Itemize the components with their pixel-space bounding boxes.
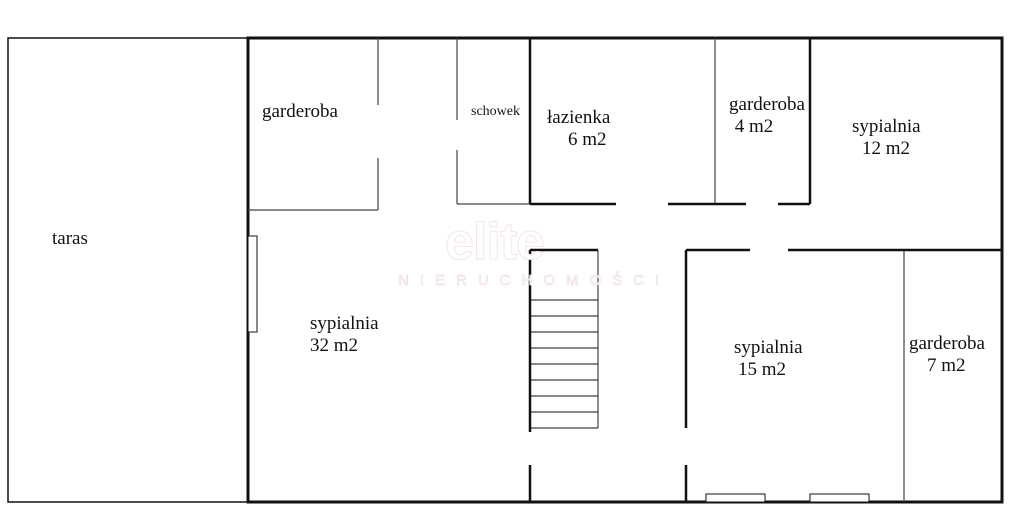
room-name: garderoba — [262, 101, 338, 122]
room-taras: taras — [52, 228, 88, 250]
room-area: 7 m2 — [927, 355, 966, 376]
room-name: sypialnia — [310, 313, 379, 334]
room-name: łazienka — [547, 107, 611, 128]
room-name: garderoba — [909, 333, 985, 354]
room-area: 15 m2 — [738, 359, 787, 380]
stairs — [530, 299, 598, 429]
building-outline — [246, 36, 1004, 504]
room-name: schowek — [471, 104, 520, 119]
thick-walls — [528, 38, 1002, 502]
room-garderoba-left: garderoba — [262, 101, 338, 123]
thin-walls — [248, 38, 905, 502]
room-schowek: schowek — [471, 101, 520, 123]
room-name: garderoba — [729, 94, 805, 115]
room-area: 6 m2 — [568, 129, 607, 150]
room-area: 32 m2 — [310, 335, 359, 356]
room-area: 4 m2 — [734, 116, 774, 137]
watermark-logo: elite — [444, 213, 545, 272]
room-name: sypialnia — [734, 337, 803, 358]
windows — [247, 235, 870, 503]
room-name: taras — [52, 228, 88, 249]
watermark-subtitle: NIERUCHOMOŚCI — [398, 272, 671, 290]
room-area: 12 m2 — [862, 138, 911, 159]
room-name: sypialnia — [852, 116, 921, 137]
terrace-outline — [7, 37, 249, 503]
